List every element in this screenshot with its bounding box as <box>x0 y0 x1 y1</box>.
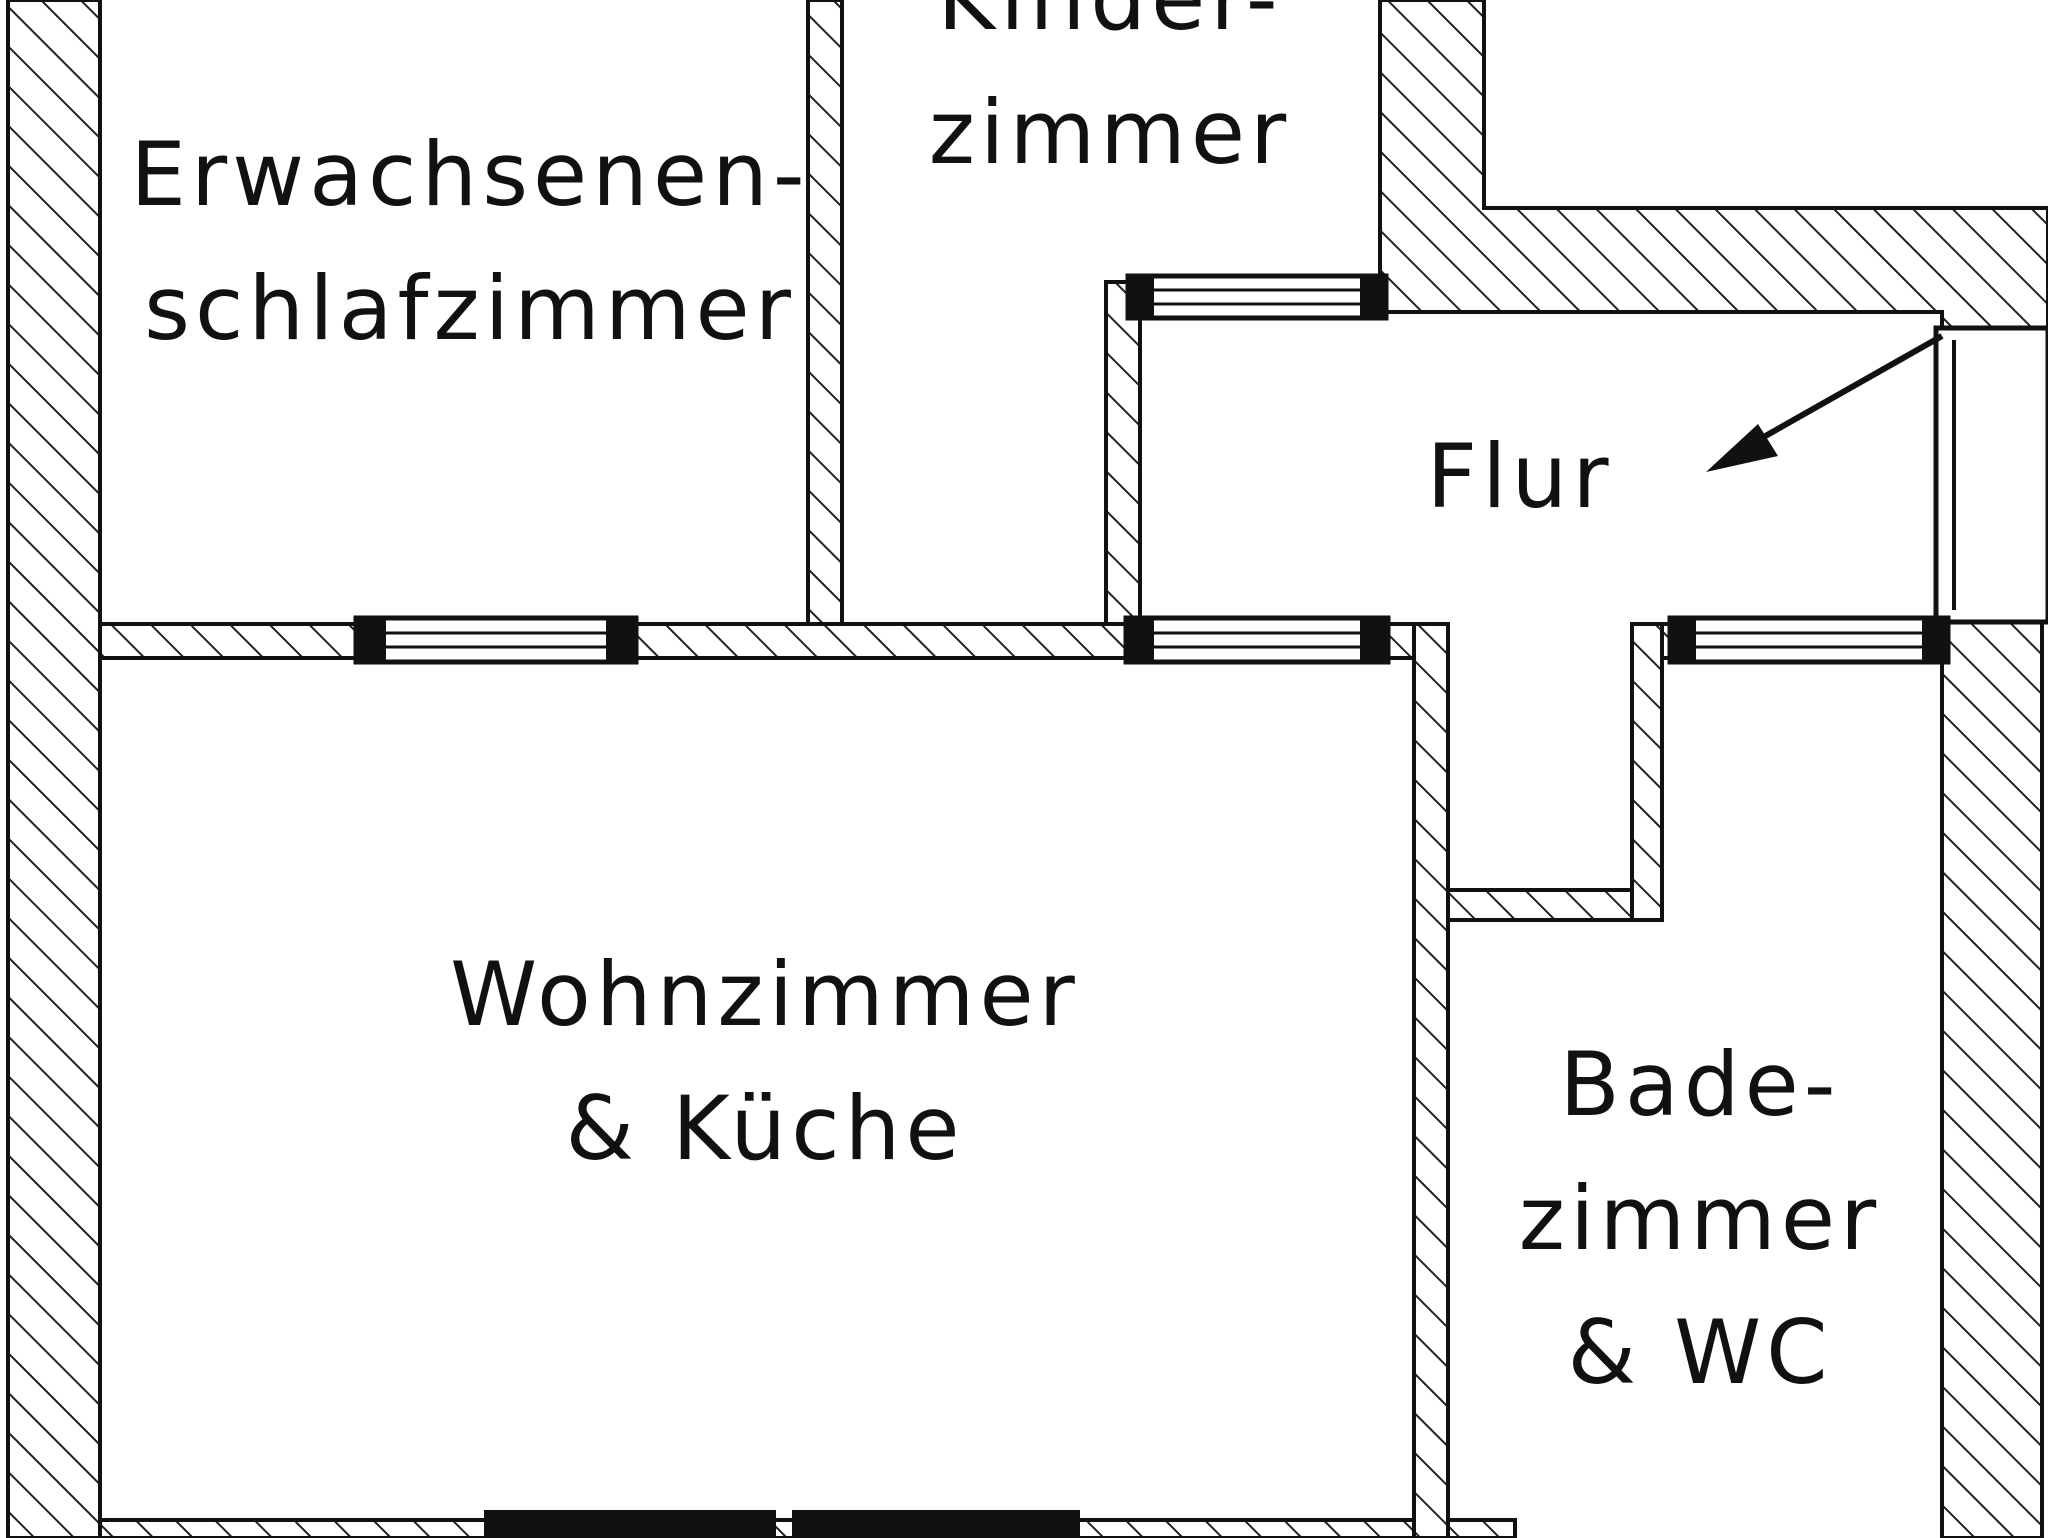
room-label-line: zimmer <box>928 81 1292 184</box>
room-label-flur: Flur <box>1380 410 1660 544</box>
room-label-erwachsenenschlafzimmer: Erwachsenen- schlafzimmer <box>120 108 820 376</box>
window-bottom-right <box>792 1510 1080 1538</box>
door-wohn <box>1123 615 1391 665</box>
room-label-line: Erwachsenen- <box>130 123 810 226</box>
room-label-wohnzimmer: Wohnzimmer & Küche <box>380 928 1150 1196</box>
wall-bedroom-kids <box>806 0 844 626</box>
room-label-kinderzimmer: Kinder- zimmer <box>850 0 1370 200</box>
room-label-line: Bade- <box>1559 1033 1841 1136</box>
door-bad <box>1667 615 1951 665</box>
room-label-line: & WC <box>1567 1301 1833 1404</box>
door-bedroom <box>353 615 639 665</box>
wall-flur-bad <box>1630 622 1664 922</box>
wall-kids-flur <box>1104 280 1142 626</box>
window-bottom-left <box>484 1510 776 1538</box>
wall-wohn-bad <box>1412 622 1450 1538</box>
room-label-line: & Küche <box>565 1077 965 1180</box>
room-label-line: schlafzimmer <box>144 257 796 360</box>
wall-flur-bottom <box>1446 888 1664 922</box>
room-label-badezimmer: Bade- zimmer & WC <box>1490 1018 1910 1420</box>
door-kids <box>1125 273 1389 321</box>
wall-outer-left <box>6 0 102 1538</box>
entrance-arrow-icon <box>1706 333 1944 472</box>
room-label-line: zimmer <box>1518 1167 1882 1270</box>
room-label-line: Flur <box>1426 425 1614 528</box>
room-label-line: Wohnzimmer <box>450 943 1080 1046</box>
wall-outer-top-right <box>1378 0 2048 330</box>
room-label-line: Kinder- <box>850 0 1370 66</box>
wall-outer-right <box>1940 620 2044 1538</box>
